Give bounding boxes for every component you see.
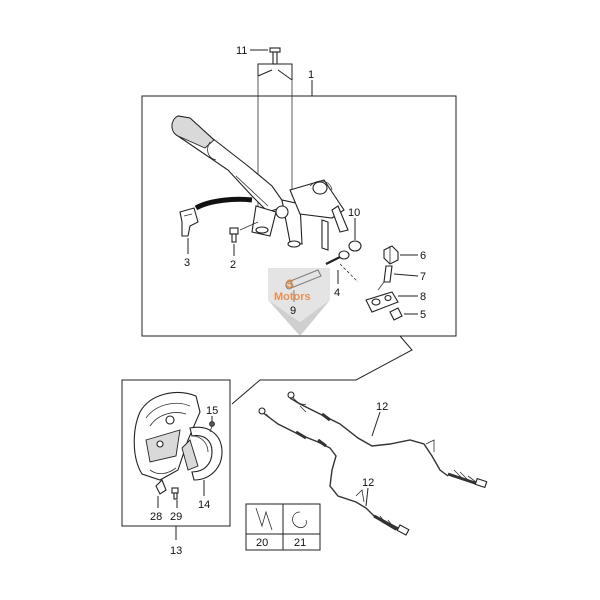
callout-4: 4 bbox=[334, 287, 340, 299]
rear-cable-upper bbox=[287, 391, 488, 489]
part-7-stud bbox=[383, 265, 393, 283]
brake-shoe-14 bbox=[181, 426, 223, 481]
callout-13: 13 bbox=[170, 545, 182, 557]
callout-8: 8 bbox=[420, 291, 426, 303]
callout-12a: 12 bbox=[376, 401, 388, 413]
clip-20-icon bbox=[255, 507, 273, 531]
callout-28: 28 bbox=[150, 511, 162, 523]
callout-6: 6 bbox=[420, 250, 426, 262]
part-15-pin bbox=[209, 421, 215, 433]
callout-11: 11 bbox=[236, 45, 247, 57]
part-4-rod bbox=[325, 250, 359, 283]
legend-cell-20: 20 bbox=[256, 537, 268, 549]
legend-cell-21: 21 bbox=[294, 537, 306, 549]
ring-21-icon bbox=[292, 511, 307, 528]
lever-bracket bbox=[251, 179, 349, 251]
callout-29: 29 bbox=[170, 511, 182, 523]
handbrake-lever bbox=[171, 115, 287, 213]
part-10-ring bbox=[348, 240, 362, 252]
leader-12b bbox=[365, 487, 369, 507]
callout-12b: 12 bbox=[362, 477, 374, 489]
watermark-logo bbox=[268, 268, 330, 336]
bolt-11-bracket bbox=[257, 63, 293, 80]
backing-plate bbox=[133, 392, 201, 481]
callout-15: 15 bbox=[206, 405, 218, 417]
callout-2: 2 bbox=[230, 259, 236, 271]
callout-3: 3 bbox=[184, 257, 190, 269]
part-2-screw bbox=[229, 227, 239, 243]
callout-7: 7 bbox=[420, 271, 426, 283]
brake-assembly-frame bbox=[121, 379, 231, 527]
callout-5: 5 bbox=[420, 309, 426, 321]
bolt-11 bbox=[269, 47, 281, 65]
callout-10: 10 bbox=[348, 207, 360, 219]
callout-9: 9 bbox=[290, 305, 296, 317]
frame-to-cable-leader bbox=[231, 335, 413, 405]
part-6-nut bbox=[383, 245, 399, 265]
callout-14: 14 bbox=[198, 499, 210, 511]
assembly-frame bbox=[141, 95, 457, 337]
leader-12a bbox=[371, 411, 381, 437]
part-28-spring bbox=[155, 479, 167, 495]
legend-table bbox=[245, 503, 321, 551]
part-5-nut bbox=[389, 307, 403, 321]
watermark-line-2: Motors bbox=[274, 291, 311, 303]
watermark-line-1: S bbox=[286, 277, 294, 291]
callout-1: 1 bbox=[308, 69, 314, 81]
part-29-screw bbox=[171, 487, 179, 500]
part-3-clip bbox=[179, 207, 199, 237]
rear-cable-lower bbox=[258, 407, 410, 536]
part-8-equalizer bbox=[365, 281, 399, 313]
